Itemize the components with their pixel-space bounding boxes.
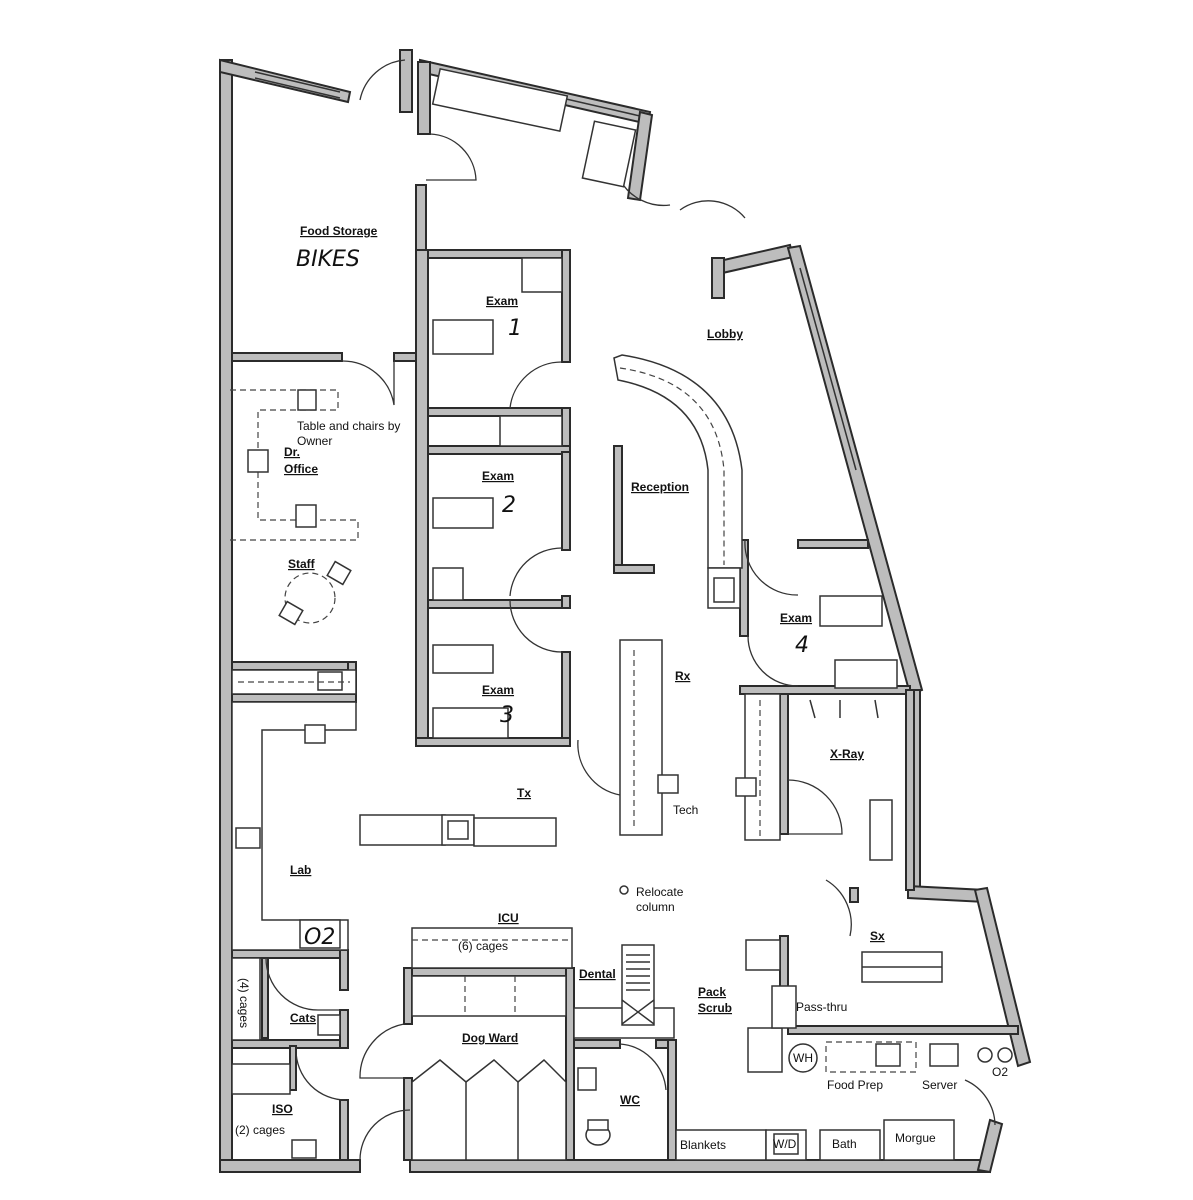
exam2-label: Exam [482, 469, 514, 483]
dog-ward-label: Dog Ward [462, 1031, 518, 1045]
wd-note: W/D [773, 1137, 797, 1151]
exam3-number: 3 [500, 703, 514, 728]
fixtures [230, 67, 1013, 1161]
exam3-label: Exam [482, 683, 514, 697]
blankets-note: Blankets [680, 1138, 726, 1152]
pack-scrub-label-1: Pack [698, 985, 726, 999]
table-chairs-note-1: Table and chairs by [297, 419, 400, 433]
dental-label: Dental [579, 967, 616, 981]
iso-cages-note: (2) cages [235, 1123, 285, 1137]
icu-label: ICU [498, 911, 519, 925]
pass-thru-note: Pass-thru [796, 1000, 847, 1014]
o2-note: O2 [992, 1065, 1008, 1079]
dr-office-label-1: Dr. [284, 445, 300, 459]
cats-cages-note: (4) cages [237, 978, 251, 1028]
xray-label: X-Ray [830, 747, 864, 761]
lab-label: Lab [290, 863, 311, 877]
bikes-handwritten: BIKES [296, 247, 360, 272]
dental-stripes [626, 954, 650, 991]
bath-note: Bath [832, 1137, 857, 1151]
relocate-note-2: column [636, 900, 675, 914]
rx-label: Rx [675, 669, 691, 683]
cats-label: Cats [290, 1011, 316, 1025]
food-prep-note: Food Prep [827, 1078, 883, 1092]
sx-label: Sx [870, 929, 885, 943]
labels: Food Storage BIKES Lobby Exam 1 Exam 2 E… [235, 224, 1008, 1152]
wh-note: WH [793, 1051, 813, 1065]
tech-note: Tech [673, 803, 698, 817]
exam4-label: Exam [780, 611, 812, 625]
exam2-number: 2 [502, 493, 516, 518]
interior-walls [231, 184, 1019, 1161]
morgue-note: Morgue [895, 1131, 936, 1145]
pack-scrub-label-2: Scrub [698, 1001, 732, 1015]
lab-o2-handwritten: O2 [304, 925, 335, 950]
server-note: Server [922, 1078, 957, 1092]
icu-cages-note: (6) cages [458, 939, 508, 953]
doors [265, 59, 996, 1161]
wc-label: WC [620, 1093, 640, 1107]
exam4-number: 4 [795, 633, 809, 658]
relocate-note-1: Relocate [636, 885, 684, 899]
exterior-walls [219, 49, 1032, 1174]
food-storage-label: Food Storage [300, 224, 378, 238]
iso-label: ISO [272, 1102, 293, 1116]
staff-label: Staff [288, 557, 316, 571]
lobby-label: Lobby [707, 327, 743, 341]
tx-label: Tx [517, 786, 531, 800]
exam1-label: Exam [486, 294, 518, 308]
exam1-number: 1 [508, 316, 522, 341]
table-chairs-note-2: Owner [297, 434, 332, 448]
reception-label: Reception [631, 480, 689, 494]
dr-office-label-2: Office [284, 462, 318, 476]
